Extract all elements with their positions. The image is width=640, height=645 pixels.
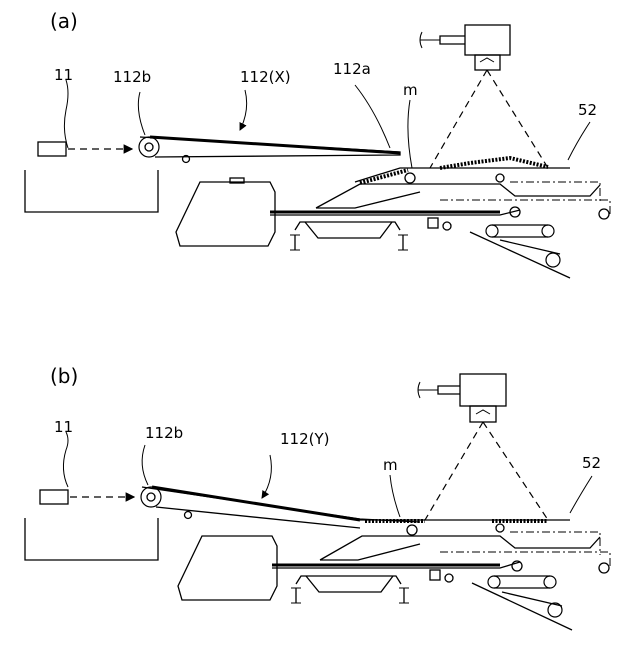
label-112a: 112a (333, 60, 371, 78)
source-unit-11: 11 (25, 66, 158, 212)
camera-icon-b (460, 374, 506, 406)
label-112x: 112(X) (240, 68, 291, 86)
label-m-b: m (383, 456, 398, 474)
label-11-b: 11 (54, 418, 73, 436)
label-11: 11 (54, 66, 73, 84)
stack-area: m 52 (270, 81, 610, 219)
roller-icon (139, 137, 159, 157)
source-unit-11-b: 11 (25, 418, 158, 560)
label-52: 52 (578, 101, 597, 119)
conveyor-112y: 112b 112(Y) (141, 424, 420, 528)
camera-unit-b (418, 374, 548, 520)
camera-icon (465, 25, 510, 55)
camera-unit (420, 25, 548, 168)
lower-mechanism-b (178, 536, 572, 630)
hopper-block-b (178, 536, 277, 600)
panel-b-label: (b) (50, 364, 78, 388)
label-112y: 112(Y) (280, 430, 330, 448)
label-52-b: 52 (582, 454, 601, 472)
panel-a-label: (a) (50, 9, 78, 33)
panel-b: (b) 11 112b 112(Y) (25, 364, 610, 630)
label-m: m (403, 81, 418, 99)
hopper-block (176, 182, 275, 246)
panel-a: (a) 11 112b 112(X) 112a (25, 9, 610, 278)
label-112b-b: 112b (145, 424, 183, 442)
label-112b: 112b (113, 68, 151, 86)
conveyor-112x: 112b 112(X) 112a (113, 60, 400, 163)
